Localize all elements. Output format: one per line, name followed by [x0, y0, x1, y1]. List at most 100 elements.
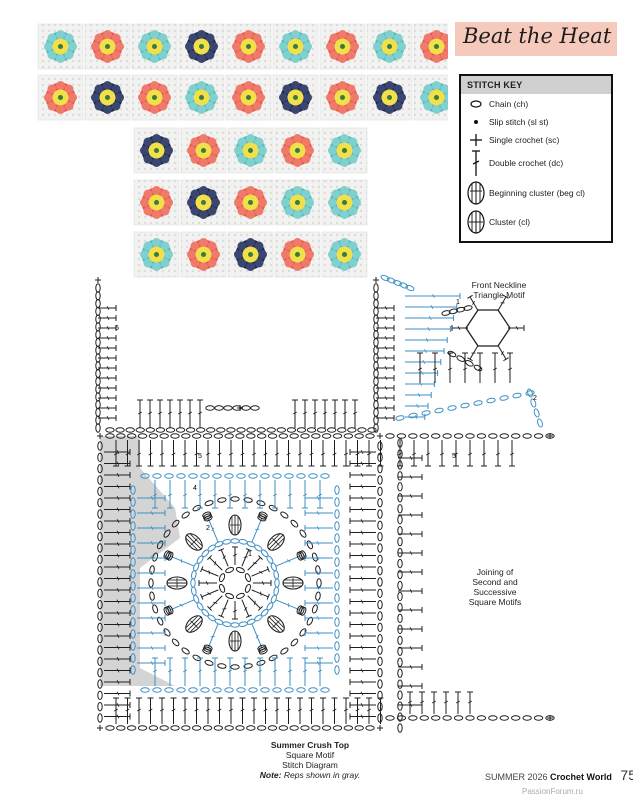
chain-stitch [377, 588, 383, 599]
double-crochet-stitch [197, 657, 203, 686]
chain-stitch [522, 433, 532, 439]
double-crochet-stitch [349, 702, 376, 708]
chain-stitch [140, 473, 150, 479]
page-footer: SUMMER 2026 Crochet World 75 [485, 767, 633, 783]
chain-stitch [140, 687, 150, 693]
chain-stitch [258, 513, 268, 520]
chain-stitch [163, 606, 170, 616]
chain-stitch [230, 496, 240, 502]
chain-stitch [216, 427, 226, 433]
granny-square [274, 127, 321, 174]
double-crochet-stitch [405, 326, 451, 332]
chain-stitch [97, 599, 103, 610]
double-crochet-stitch [304, 615, 333, 621]
double-crochet-stitch [182, 440, 188, 467]
double-crochet-stitch [247, 555, 263, 571]
double-crochet-stitch [247, 595, 263, 611]
double-crochet-stitch [481, 440, 487, 467]
caption-note-label: Note: [259, 770, 282, 780]
double-crochet-stitch [98, 375, 117, 381]
row-number: 1 [456, 299, 460, 306]
chain-stitch [217, 497, 227, 503]
chain-stitch [393, 279, 402, 287]
chain-stitch [397, 723, 403, 733]
cluster-stitch [267, 533, 285, 551]
chain-stitch [326, 427, 337, 433]
chain-stitch [397, 536, 403, 547]
chain-stitch [97, 690, 103, 701]
chain-stitch [377, 486, 383, 497]
chain-stitch [276, 427, 287, 433]
chain-stitch [441, 310, 451, 316]
chain-stitch [223, 405, 233, 411]
double-crochet-stitch [349, 679, 376, 685]
chain-stitch [377, 475, 383, 485]
single-crochet-stitch [547, 715, 553, 721]
double-crochet-stitch [137, 525, 166, 531]
chain-stitch [97, 452, 103, 463]
chain-stitch [256, 659, 266, 666]
double-crochet-stitch [467, 691, 473, 714]
double-crochet-stitch [212, 480, 218, 509]
chain-stitch [397, 504, 403, 514]
double-crochet-stitch [216, 697, 223, 724]
double-crochet-stitch [398, 474, 423, 480]
double-crochet-stitch [349, 541, 376, 547]
single-crochet-stitch [97, 433, 103, 439]
double-crochet-stitch [376, 305, 395, 311]
double-crochet-stitch [272, 480, 278, 509]
chain-stitch [95, 337, 101, 348]
chain-stitch [525, 390, 535, 396]
chain-stitch [164, 687, 174, 693]
chain-stitch [397, 569, 403, 580]
chain-stitch [159, 725, 169, 731]
chain-stitch [97, 475, 103, 485]
double-crochet-stitch [137, 645, 166, 651]
double-crochet-stitch [349, 713, 376, 720]
chain-stitch [195, 427, 206, 433]
chain-stitch [320, 473, 330, 479]
chain-stitch [397, 701, 403, 711]
double-crochet-stitch [187, 399, 193, 428]
double-crochet-stitch [349, 506, 376, 513]
chain-stitch [244, 573, 252, 583]
chain-stitch [397, 602, 403, 613]
chain-stitch [306, 616, 314, 626]
triangle-center-ring [465, 309, 511, 347]
chain-stitch [260, 473, 270, 479]
double-crochet-stitch [349, 610, 376, 616]
chain-stitch [298, 550, 305, 560]
chain-stitch [280, 511, 289, 519]
single-crochet-stitch [547, 433, 553, 439]
footer-issue: SUMMER 2026 [485, 772, 548, 782]
double-crochet-stitch [343, 440, 349, 467]
chain-stitch [145, 427, 156, 433]
double-crochet-stitch [98, 335, 117, 341]
double-crochet-stitch [182, 697, 188, 724]
double-crochet-stitch [304, 660, 333, 666]
granny-square [131, 23, 178, 70]
section-banner: Beat the Heat [455, 22, 617, 56]
double-crochet-stitch [193, 697, 200, 724]
chain-stitch [334, 533, 340, 543]
double-crochet-stitch [104, 702, 131, 708]
double-crochet-stitch [241, 599, 252, 618]
chain-stitch [163, 529, 171, 538]
chain-stitch [235, 592, 245, 600]
chain-stitch [511, 433, 521, 439]
slip-stitch-icon [474, 120, 478, 124]
chain-stitch [165, 606, 172, 616]
chain-stitch [337, 427, 347, 433]
chain-stitch [377, 645, 383, 655]
chain-stitch [397, 679, 403, 689]
double-crochet-stitch [467, 345, 479, 362]
chain-stitch [419, 715, 429, 721]
chain-stitch [105, 433, 115, 439]
chain-stitch [373, 306, 379, 317]
double-crochet-stitch [137, 510, 166, 516]
double-crochet-stitch [167, 480, 173, 509]
chain-stitch [105, 725, 115, 731]
chain-stitch [190, 578, 196, 588]
chain-stitch [408, 412, 418, 419]
chain-stitch [97, 531, 103, 542]
